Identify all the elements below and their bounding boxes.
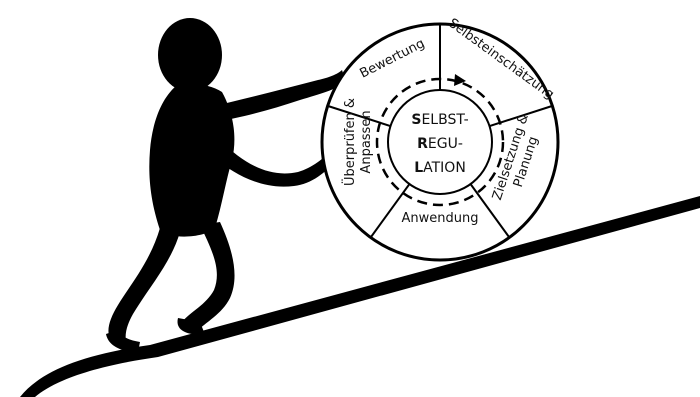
pushing-figure: [106, 18, 346, 352]
figure-leg-front: [182, 222, 235, 332]
figure-arm-upper: [205, 70, 346, 122]
center-text-line1: SELBST-: [411, 112, 468, 128]
figure-head: [158, 18, 222, 92]
figure-torso: [149, 84, 235, 237]
figure-leg-back: [108, 228, 180, 342]
figure-foot-back: [106, 330, 140, 352]
segment-label-ueberpruefen-line1: Überprüfen &: [341, 98, 358, 186]
hill-slope: [20, 196, 700, 397]
segment-label-ueberpruefen: Überprüfen & Anpassen: [341, 98, 374, 186]
self-regulation-wheel: Bewertung Selbsteinschätzung Zielsetzung…: [320, 16, 560, 262]
segment-label-ueberpruefen-line2: Anpassen: [359, 110, 374, 173]
center-text-line3: LATION: [414, 160, 466, 176]
figure-arm-lower: [214, 140, 336, 187]
segment-label-anwendung: Anwendung: [402, 211, 479, 226]
dashed-cycle-ring: [375, 77, 505, 207]
center-text-line2: REGU-: [417, 136, 463, 152]
wheel-hub: [387, 89, 493, 195]
figure-foot-front: [177, 318, 204, 334]
cycle-arrow-icon: [454, 74, 466, 86]
